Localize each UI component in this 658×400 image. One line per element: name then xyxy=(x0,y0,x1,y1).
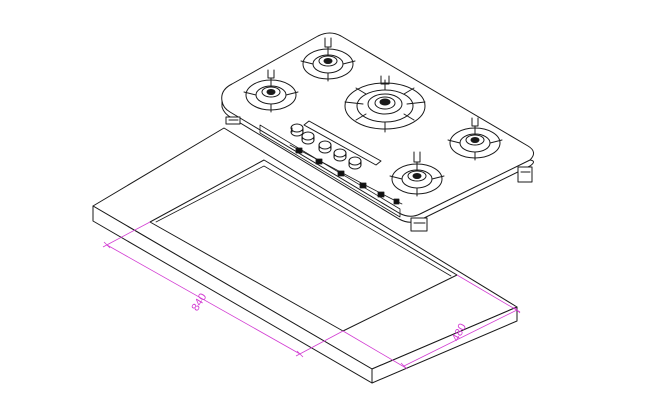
burner-back-left xyxy=(243,69,299,113)
cutout-inner-depth xyxy=(155,165,452,277)
cooktop-glass-top xyxy=(221,32,534,217)
knob-3 xyxy=(318,140,332,154)
countertop xyxy=(92,127,518,384)
extension-line-left xyxy=(102,221,151,248)
dimension-width-label: 840 xyxy=(190,291,210,313)
dimension-depth-line xyxy=(403,309,518,367)
knob-4 xyxy=(333,148,347,162)
knob-1 xyxy=(290,123,304,137)
knob-5 xyxy=(348,156,362,170)
knob-2 xyxy=(301,131,315,145)
control-panel-edge xyxy=(289,144,403,205)
mounting-clip-right xyxy=(517,166,533,183)
extension-line-right xyxy=(456,274,521,313)
burner-front xyxy=(389,151,445,197)
cooktop-glass-edge xyxy=(221,100,534,223)
burner-back-center xyxy=(300,37,356,82)
burner-right xyxy=(447,117,503,161)
burner-wok-center xyxy=(344,75,426,133)
dimension-lines xyxy=(102,221,521,370)
cooktop xyxy=(221,32,534,232)
extension-line-front xyxy=(342,330,407,369)
cooktop-underside-body xyxy=(259,124,401,218)
extension-line-mid xyxy=(295,330,344,357)
dimension-width-line xyxy=(106,244,301,355)
control-bar xyxy=(303,120,382,166)
mounting-clip-front xyxy=(410,217,428,232)
control-knobs xyxy=(290,123,362,170)
